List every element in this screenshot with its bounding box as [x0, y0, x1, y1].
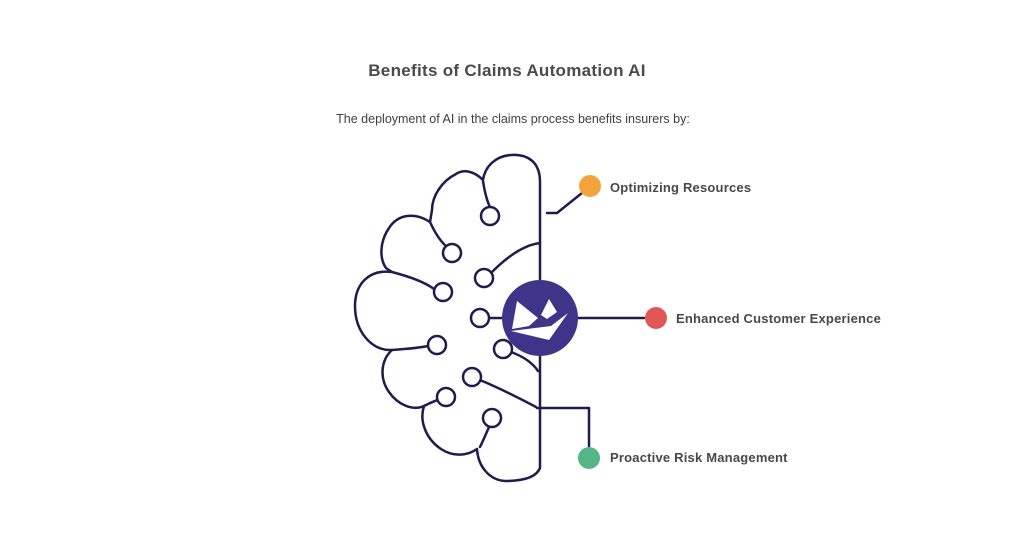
neuron-circle — [435, 386, 457, 408]
benefit-label-enhanced-customer-experience: Enhanced Customer Experience — [676, 311, 881, 326]
neuron-circle — [479, 205, 501, 227]
neuron-circle — [426, 334, 448, 356]
benefit-label-proactive-risk-management: Proactive Risk Management — [610, 450, 788, 465]
neuron-circle — [473, 267, 495, 289]
neuron-circle — [481, 407, 503, 429]
neuron-branch — [422, 398, 440, 408]
benefit-dot-enhanced-customer-experience — [645, 307, 667, 329]
neuron-branch — [509, 350, 540, 373]
neuron-branch — [478, 378, 538, 409]
page-title: Benefits of Claims Automation AI — [368, 61, 646, 80]
connector-optimizing-resources — [545, 191, 584, 215]
neuron-circle — [469, 307, 491, 329]
benefit-label-optimizing-resources: Optimizing Resources — [610, 180, 752, 195]
neuron-circle — [432, 281, 454, 303]
benefit-dot-optimizing-resources — [579, 175, 601, 197]
neuron-branch — [390, 344, 430, 352]
origami-boat-logo-icon — [511, 299, 568, 340]
neuron-branch — [481, 179, 492, 209]
page-subtitle: The deployment of AI in the claims proce… — [336, 112, 690, 126]
neuron-circle — [492, 338, 514, 360]
logo-circle — [502, 280, 578, 356]
connector-proactive-risk-management — [535, 406, 591, 448]
brain-outline — [353, 153, 542, 483]
benefit-dot-proactive-risk-management — [578, 447, 600, 469]
brain-linework — [353, 153, 646, 483]
neuron-branch — [478, 425, 491, 449]
neuron-branch — [390, 270, 436, 291]
neuron-branch — [428, 220, 449, 249]
neuron-circle — [441, 242, 463, 264]
neuron-circle — [461, 366, 483, 388]
neuron-branch — [490, 241, 542, 274]
